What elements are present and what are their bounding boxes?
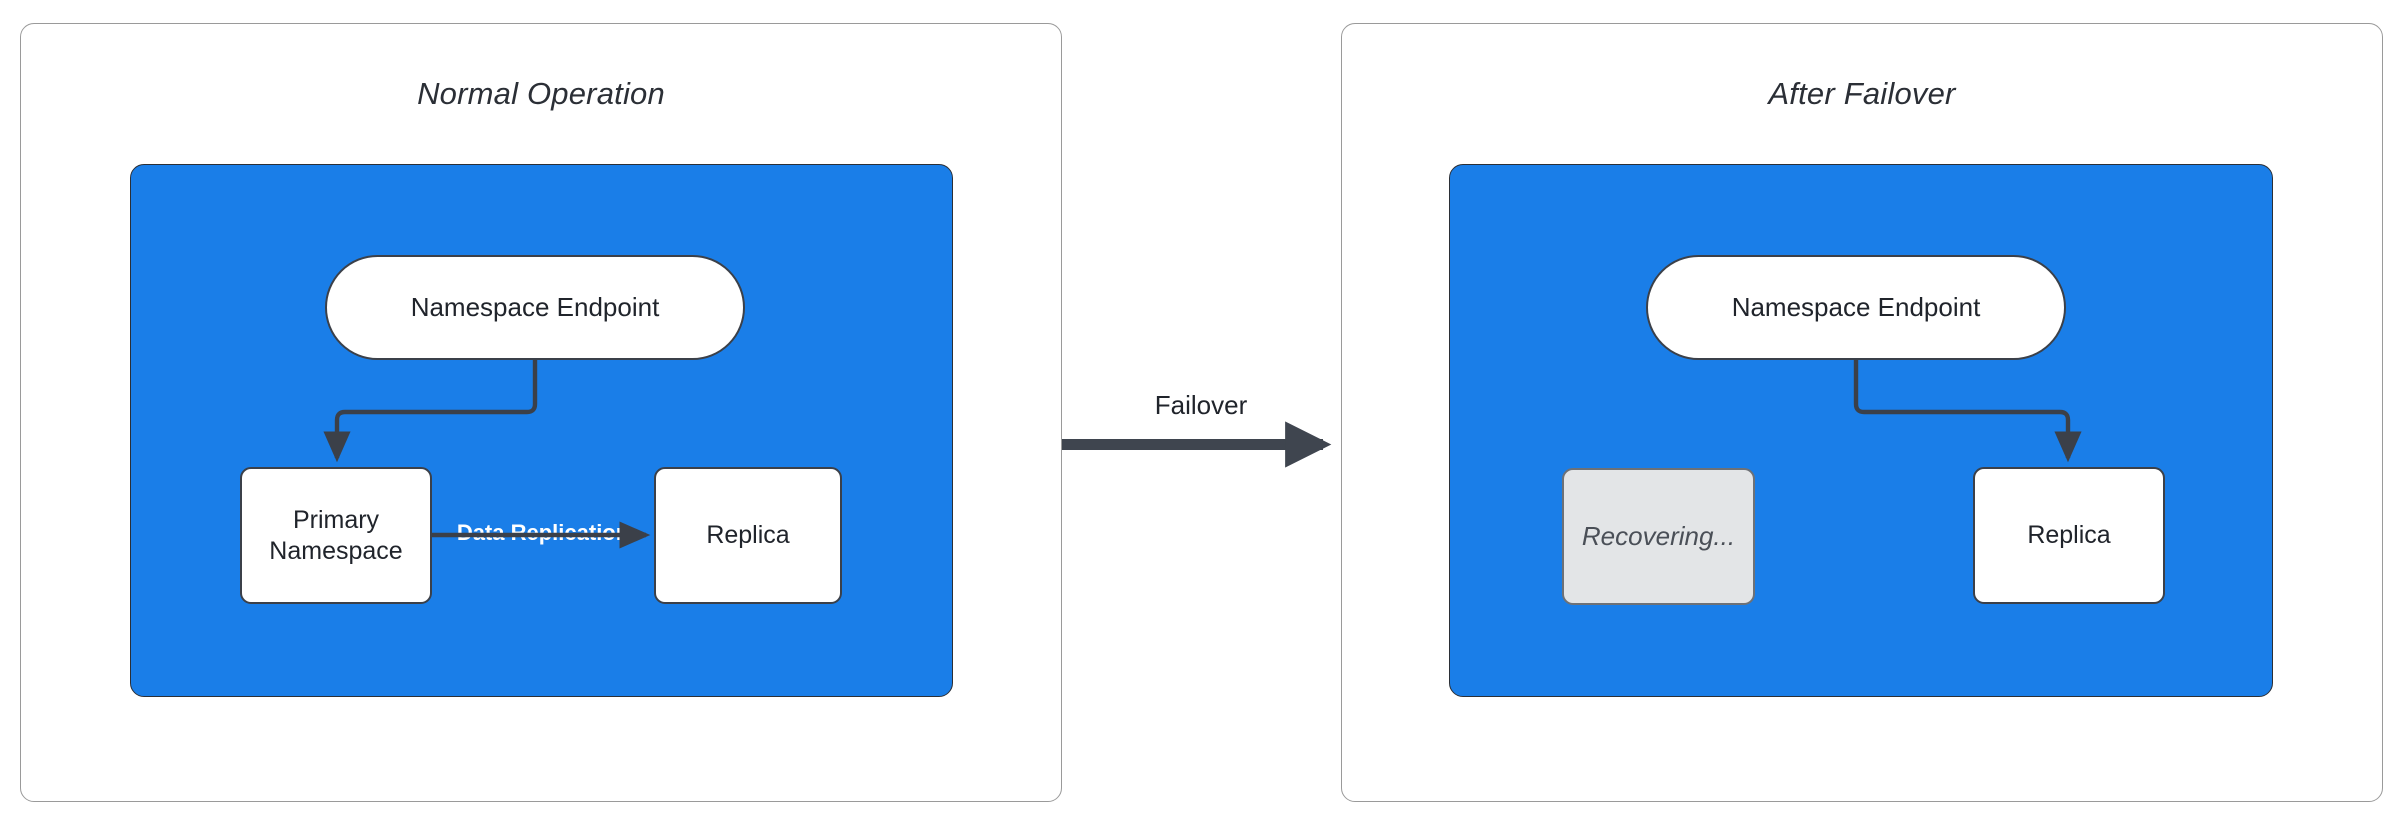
panel-title-normal-operation: Normal Operation — [417, 76, 665, 111]
node-label: Replica — [2027, 521, 2111, 550]
node-replica-right[interactable]: Replica — [1973, 467, 2165, 604]
node-label: Primary Namespace — [269, 505, 402, 566]
zone-after-failover — [1449, 164, 2273, 697]
node-replica-left[interactable]: Replica — [654, 467, 842, 604]
node-recovering[interactable]: Recovering... — [1562, 468, 1755, 605]
node-label: Namespace Endpoint — [1731, 291, 1981, 322]
node-label-line2: Namespace — [269, 536, 403, 565]
node-label: Namespace Endpoint — [410, 291, 660, 322]
node-primary-namespace[interactable]: Primary Namespace — [240, 467, 432, 604]
node-label: Recovering... — [1581, 520, 1736, 551]
edge-label-data-replication: Data Replication — [456, 519, 630, 545]
node-label-line1: Primary — [292, 506, 380, 534]
node-label: Replica — [706, 521, 790, 550]
panel-title-after-failover: After Failover — [1768, 76, 1956, 111]
node-namespace-endpoint-right[interactable]: Namespace Endpoint — [1646, 255, 2066, 360]
transition-label-failover: Failover — [1154, 390, 1248, 420]
zone-normal-operation — [130, 164, 953, 697]
node-namespace-endpoint-left[interactable]: Namespace Endpoint — [325, 255, 745, 360]
